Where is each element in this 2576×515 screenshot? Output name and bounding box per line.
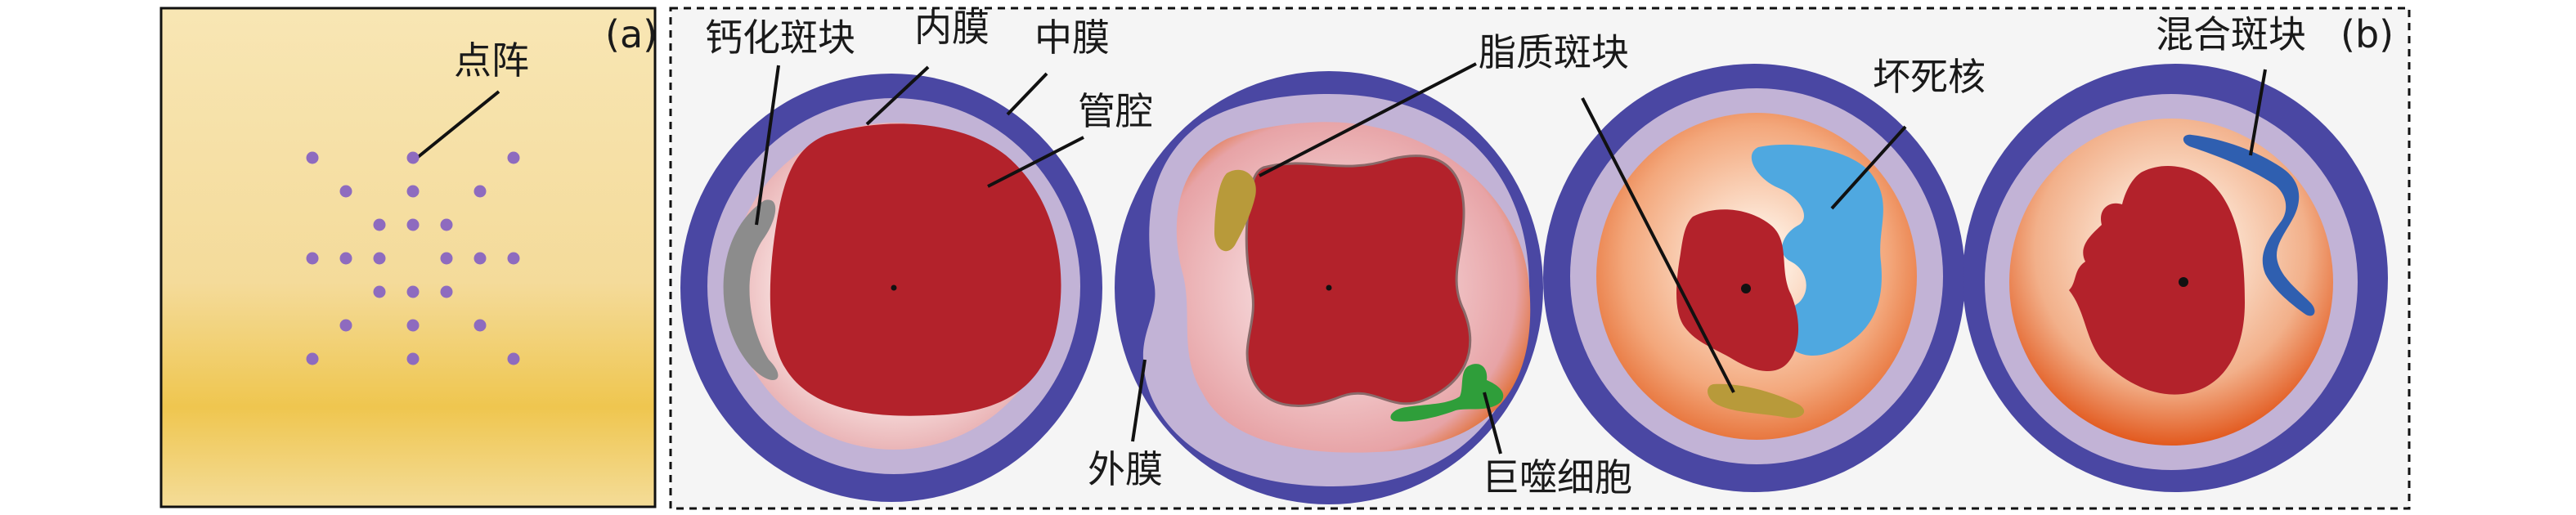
calcified-plaque-shape: [723, 199, 779, 380]
array-dot: [373, 252, 386, 265]
lumen-center-dot: [1326, 284, 1332, 291]
panel-a-background: [159, 7, 657, 508]
array-dot: [306, 352, 319, 365]
necrotic-core-leader: [1830, 125, 1907, 210]
lumen-leader: [987, 136, 1084, 188]
panel-a: (a) 点阵: [159, 7, 657, 508]
media-label: 中膜: [1034, 16, 1110, 60]
array-dot: [306, 252, 319, 265]
array-dot: [440, 252, 453, 265]
array-dot: [406, 285, 420, 298]
array-dot: [373, 218, 386, 231]
lipid-plaque-shape: [1708, 383, 1805, 419]
array-dot: [507, 352, 520, 365]
vessel-necrotic: [1543, 64, 1965, 492]
intima-leader: [865, 65, 930, 126]
dot-array-leader: [415, 90, 500, 159]
calcified-plaque-label: 钙化斑块: [705, 16, 855, 60]
array-dot: [440, 218, 453, 231]
necrotic-core-shape: [1751, 144, 1883, 356]
lipid-plaque-label: 脂质斑块: [1479, 30, 1629, 74]
array-dot: [440, 285, 453, 298]
vessel-lipid: [1115, 71, 1543, 504]
array-dot: [339, 185, 352, 198]
array-dot: [507, 252, 520, 265]
mixed-plaque-label: 混合斑块: [2156, 12, 2306, 56]
media-leader: [1006, 72, 1048, 116]
panel-b: (b): [669, 6, 2411, 510]
lumen-shape: [770, 123, 1061, 416]
array-dot: [473, 319, 487, 332]
lumen-shape: [1245, 154, 1472, 407]
dot-array-label: 点阵: [454, 38, 529, 83]
mixed-plaque-shape: [2183, 134, 2315, 316]
vessel-mixed: [1963, 64, 2388, 492]
panel-a-tag: (a): [605, 12, 657, 56]
lumen-center-dot: [2179, 277, 2188, 287]
array-dot: [406, 151, 420, 164]
lumen-center-dot: [891, 284, 897, 291]
array-dot: [473, 185, 487, 198]
array-dot: [373, 285, 386, 298]
lumen-shape: [2069, 165, 2245, 395]
lumen-center-dot: [1741, 284, 1751, 293]
array-dot: [406, 319, 420, 332]
mixed-plaque-leader: [2249, 69, 2267, 156]
lipid-plaque-leader-1: [1259, 62, 1477, 177]
lipid-plaque-shape: [1214, 169, 1256, 252]
lumen-shape: [1676, 209, 1799, 372]
array-dot: [473, 252, 487, 265]
panel-b-tag: (b): [2340, 12, 2394, 56]
array-dot: [339, 252, 352, 265]
lipid-plaque-leader-2: [1581, 97, 1735, 393]
array-dot: [306, 151, 319, 164]
array-dot: [507, 151, 520, 164]
macrophage-shape: [1390, 364, 1504, 422]
array-dot: [406, 352, 420, 365]
array-dot: [406, 185, 420, 198]
macrophage-leader: [1483, 392, 1502, 455]
array-dot: [339, 319, 352, 332]
macrophage-label: 巨噬细胞: [1482, 455, 1632, 499]
necrotic-core-label: 坏死核: [1873, 55, 1986, 99]
array-dot: [406, 218, 420, 231]
dot-array: [306, 151, 520, 365]
calcified-plaque-leader: [755, 65, 780, 226]
adventitia-label: 外膜: [1088, 447, 1163, 491]
adventitia-leader: [1131, 359, 1147, 442]
intima-label: 内膜: [914, 6, 990, 50]
vessel-calcified: [680, 74, 1102, 502]
lumen-label: 管腔: [1078, 89, 1153, 133]
